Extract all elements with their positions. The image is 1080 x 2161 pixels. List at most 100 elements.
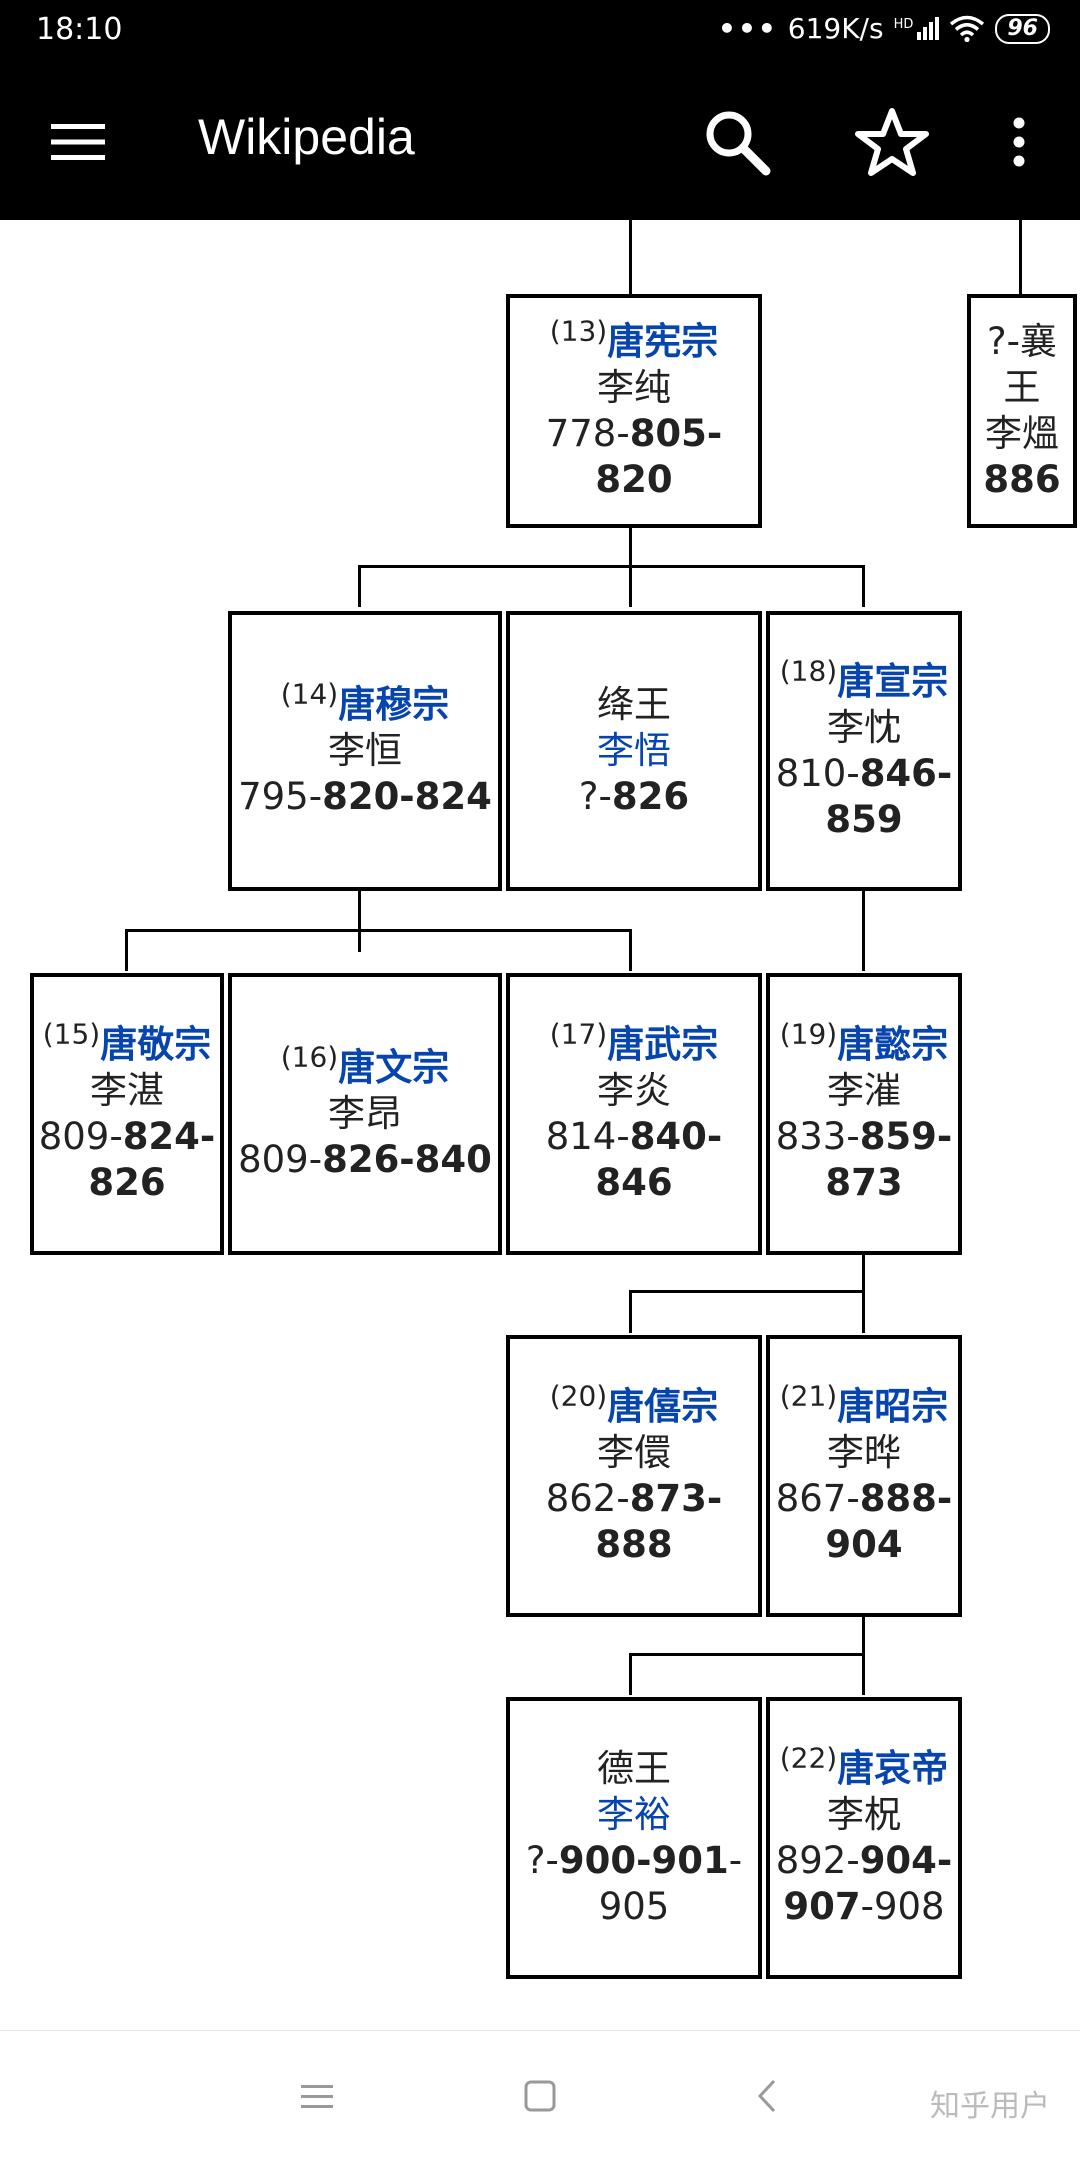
more-vert-icon bbox=[1013, 117, 1025, 167]
tree-connector bbox=[629, 1290, 632, 1333]
home-icon bbox=[524, 2080, 556, 2112]
node-years-end: -908 bbox=[860, 1885, 945, 1928]
node-name: 李恒 bbox=[328, 729, 402, 772]
node-years: 810- bbox=[775, 752, 860, 795]
node-title-link[interactable]: 唐昭宗 bbox=[837, 1385, 949, 1428]
tree-node-dewang: 德王 李裕 ?-900-901-905 bbox=[506, 1697, 762, 1979]
app-bar: Wikipedia bbox=[0, 64, 1080, 220]
status-bar: 18:10 ••• 619K/s HD 96 bbox=[0, 0, 1080, 64]
tree-node-xiangwang: ?-襄王 李熅 886 bbox=[967, 294, 1077, 528]
back-button[interactable] bbox=[737, 2071, 797, 2121]
recents-button[interactable] bbox=[287, 2071, 347, 2121]
node-name: 李炎 bbox=[597, 1069, 671, 1112]
node-reign: 900-901 bbox=[558, 1839, 729, 1882]
node-reign: 805-820 bbox=[595, 412, 723, 501]
tree-node-xianzong: (13)唐宪宗 李纯 778-805-820 bbox=[506, 294, 762, 528]
node-title-link[interactable]: 唐懿宗 bbox=[837, 1023, 949, 1066]
search-icon bbox=[706, 111, 771, 176]
node-label: 绛王 bbox=[597, 683, 671, 726]
node-title-link[interactable]: 唐文宗 bbox=[338, 1046, 450, 1089]
node-name: 李儇 bbox=[597, 1431, 671, 1474]
tree-node-xizong: (20)唐僖宗 李儇 862-873-888 bbox=[506, 1335, 762, 1617]
tree-node-aidi: (22)唐哀帝 李柷 892-904-907-908 bbox=[766, 1697, 962, 1979]
node-number: (21) bbox=[779, 1379, 838, 1413]
node-number: (22) bbox=[779, 1741, 838, 1775]
node-number: (15) bbox=[42, 1017, 101, 1051]
node-title-link[interactable]: 唐敬宗 bbox=[100, 1023, 212, 1066]
node-years: 833- bbox=[775, 1115, 860, 1158]
network-speed: 619K/s bbox=[787, 12, 884, 45]
app-title: Wikipedia bbox=[198, 109, 415, 165]
wifi-icon bbox=[950, 15, 985, 42]
home-button[interactable] bbox=[510, 2071, 570, 2121]
node-title-link[interactable]: 唐哀帝 bbox=[837, 1747, 949, 1790]
star-icon bbox=[855, 108, 929, 176]
node-number: (16) bbox=[280, 1040, 339, 1074]
node-number: (17) bbox=[549, 1017, 608, 1051]
signal-icon: HD bbox=[894, 17, 940, 40]
tree-connector bbox=[358, 565, 361, 607]
node-name: 李柷 bbox=[827, 1793, 901, 1836]
node-number: (14) bbox=[280, 677, 339, 711]
node-title-link[interactable]: 唐宣宗 bbox=[837, 660, 949, 703]
node-reign: 904-907 bbox=[783, 1839, 953, 1928]
node-reign: 826-840 bbox=[322, 1138, 492, 1181]
back-icon bbox=[757, 2079, 776, 2113]
node-reign: 826 bbox=[611, 775, 690, 818]
recents-icon bbox=[301, 2085, 333, 2108]
node-title-link[interactable]: 唐穆宗 bbox=[338, 683, 450, 726]
node-name: 李昂 bbox=[328, 1092, 402, 1135]
node-name-link[interactable]: 李裕 bbox=[597, 1793, 671, 1836]
menu-button[interactable] bbox=[33, 97, 123, 187]
node-title-link[interactable]: 唐武宗 bbox=[607, 1023, 719, 1066]
node-reign: 859-873 bbox=[825, 1115, 953, 1204]
node-years-end: -905 bbox=[598, 1839, 743, 1928]
tree-connector bbox=[629, 565, 632, 607]
search-button[interactable] bbox=[692, 97, 782, 187]
tree-connector bbox=[629, 220, 632, 296]
tree-connector bbox=[125, 929, 128, 971]
node-reign: 824-826 bbox=[88, 1115, 216, 1204]
status-time: 18:10 bbox=[36, 12, 123, 47]
node-name: 李湛 bbox=[90, 1069, 164, 1112]
node-reign: 888-904 bbox=[825, 1477, 953, 1566]
family-tree: (13)唐宪宗 李纯 778-805-820 ?-襄王 李熅 886 (14)唐… bbox=[0, 220, 1080, 2030]
tree-connector bbox=[629, 1653, 865, 1656]
node-reign: 840-846 bbox=[595, 1115, 723, 1204]
node-number: (19) bbox=[779, 1017, 838, 1051]
node-name: 李忱 bbox=[827, 706, 901, 749]
battery-indicator: 96 bbox=[995, 13, 1050, 44]
menu-icon bbox=[51, 124, 105, 160]
tree-node-xuanzong: (18)唐宣宗 李忱 810-846-859 bbox=[766, 611, 962, 891]
node-reign: 873-888 bbox=[595, 1477, 723, 1566]
tree-connector bbox=[629, 526, 632, 572]
node-reign: 846-859 bbox=[825, 752, 953, 841]
node-title-link[interactable]: 唐僖宗 bbox=[607, 1385, 719, 1428]
tree-node-wuzong: (17)唐武宗 李炎 814-840-846 bbox=[506, 973, 762, 1255]
bookmark-button[interactable] bbox=[847, 97, 937, 187]
node-name: 李熅 bbox=[985, 412, 1059, 455]
node-number: (20) bbox=[549, 1379, 608, 1413]
node-number: (13) bbox=[549, 314, 608, 348]
node-years: 795- bbox=[238, 775, 323, 818]
node-years: 778- bbox=[545, 412, 630, 455]
tree-connector bbox=[629, 1290, 865, 1293]
more-options-button[interactable] bbox=[974, 97, 1064, 187]
network-type: HD bbox=[893, 17, 914, 32]
node-number: (18) bbox=[779, 654, 838, 688]
node-name: 李漼 bbox=[827, 1069, 901, 1112]
tree-node-wenzong: (16)唐文宗 李昂 809-826-840 bbox=[228, 973, 502, 1255]
node-years: ?- bbox=[578, 775, 612, 818]
system-nav-bar: 知乎用户 bbox=[0, 2030, 1080, 2161]
tree-connector bbox=[358, 565, 865, 568]
tree-node-zhaozong: (21)唐昭宗 李晔 867-888-904 bbox=[766, 1335, 962, 1617]
node-name-link[interactable]: 李悟 bbox=[597, 729, 671, 772]
tree-connector bbox=[629, 1653, 632, 1695]
node-years: 809- bbox=[238, 1138, 323, 1181]
tree-node-yizong: (19)唐懿宗 李漼 833-859-873 bbox=[766, 973, 962, 1255]
node-title: ?-襄王 bbox=[987, 320, 1057, 409]
tree-connector bbox=[862, 565, 865, 607]
node-years: 892- bbox=[775, 1839, 860, 1882]
tree-node-jingzong: (15)唐敬宗 李湛 809-824-826 bbox=[30, 973, 224, 1255]
node-title-link[interactable]: 唐宪宗 bbox=[607, 320, 719, 363]
